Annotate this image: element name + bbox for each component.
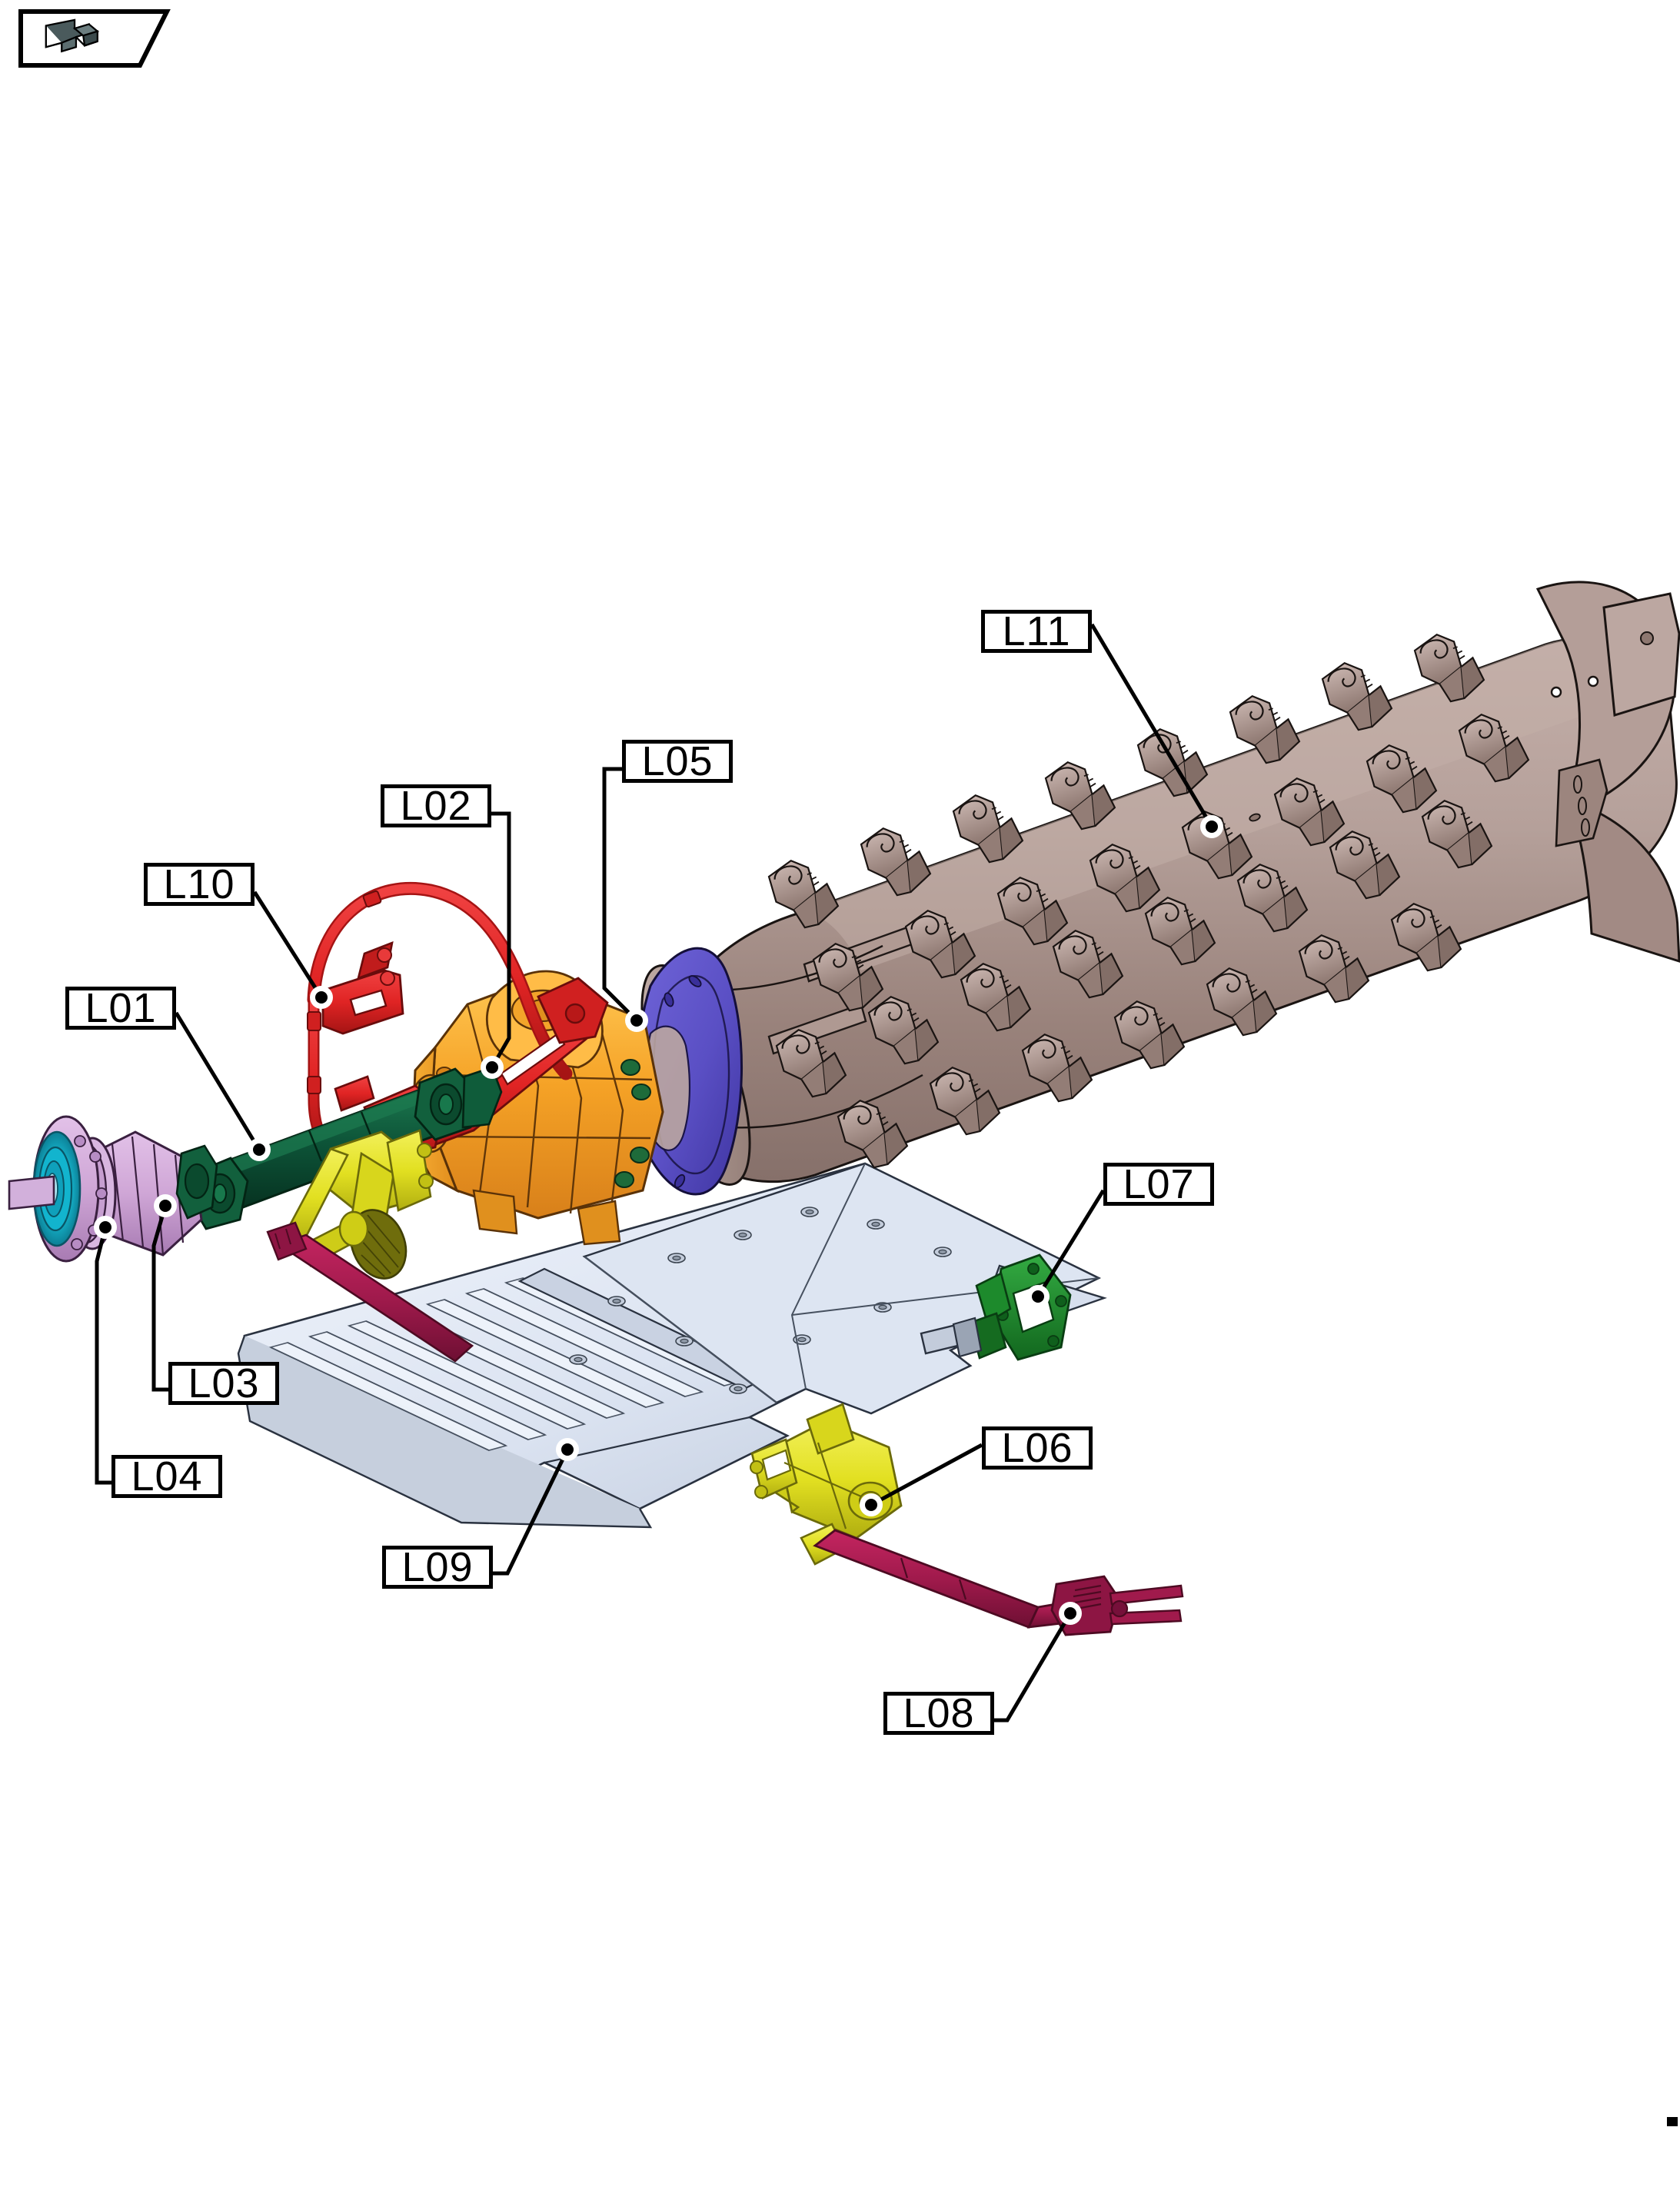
leader-line-l08 bbox=[994, 1612, 1073, 1723]
part-L03-input-gearbox bbox=[8, 1115, 218, 1263]
callout-label-l07[interactable]: L07 bbox=[1103, 1161, 1214, 1207]
leader-dot-l05 bbox=[630, 1014, 643, 1027]
callout-label-l04[interactable]: L04 bbox=[111, 1453, 222, 1500]
leader-dot-l01 bbox=[253, 1143, 265, 1156]
callout-target-dots bbox=[94, 815, 1223, 1625]
leader-dot-l02 bbox=[486, 1061, 498, 1074]
part-L11-cutter-drum bbox=[640, 581, 1680, 1186]
first-angle-projection-symbol bbox=[45, 18, 100, 53]
callout-leader-lines bbox=[95, 623, 1214, 1723]
leader-line-l07 bbox=[1036, 1189, 1106, 1298]
callout-label-l02[interactable]: L02 bbox=[381, 783, 491, 829]
leader-dot-l03 bbox=[159, 1200, 171, 1212]
gearbox-bolt bbox=[614, 1059, 651, 1188]
registration-mark bbox=[1667, 2117, 1678, 2126]
leader-dot-l10 bbox=[315, 991, 328, 1004]
projection-symbol-frame bbox=[17, 8, 171, 69]
leader-dot-l08 bbox=[1064, 1607, 1076, 1619]
leader-dot-l11 bbox=[1206, 821, 1218, 833]
callout-label-l01[interactable]: L01 bbox=[65, 985, 176, 1031]
part-L08-tie-rod bbox=[813, 1529, 1184, 1636]
leader-line-l01 bbox=[174, 1011, 261, 1151]
leader-line-l04 bbox=[95, 1227, 111, 1485]
callout-label-l03[interactable]: L03 bbox=[168, 1360, 279, 1406]
callout-label-l11[interactable]: L11 bbox=[981, 608, 1092, 654]
callout-label-l06[interactable]: L06 bbox=[982, 1425, 1093, 1471]
callout-label-l05[interactable]: L05 bbox=[622, 738, 733, 784]
leader-dot-l09 bbox=[561, 1443, 574, 1456]
leader-dot-l06 bbox=[865, 1499, 877, 1511]
leader-line-l06 bbox=[870, 1443, 983, 1507]
leader-line-l10 bbox=[252, 890, 324, 999]
leader-line-l05 bbox=[602, 767, 638, 1022]
leader-line-l02 bbox=[490, 811, 511, 1069]
leader-line-l09 bbox=[493, 1448, 570, 1576]
leader-dot-l04 bbox=[99, 1221, 111, 1233]
callout-label-l08[interactable]: L08 bbox=[883, 1690, 994, 1736]
callout-label-l09[interactable]: L09 bbox=[382, 1544, 493, 1590]
drum-end-flight bbox=[1535, 581, 1680, 963]
part-yellow-link-left bbox=[266, 1129, 474, 1363]
part-L09-deck-panel bbox=[237, 1162, 1101, 1529]
leader-line-l11 bbox=[1090, 623, 1214, 828]
leader-line-l03 bbox=[151, 1205, 168, 1392]
leader-dot-l07 bbox=[1032, 1290, 1044, 1303]
callout-label-l10[interactable]: L10 bbox=[144, 861, 254, 907]
